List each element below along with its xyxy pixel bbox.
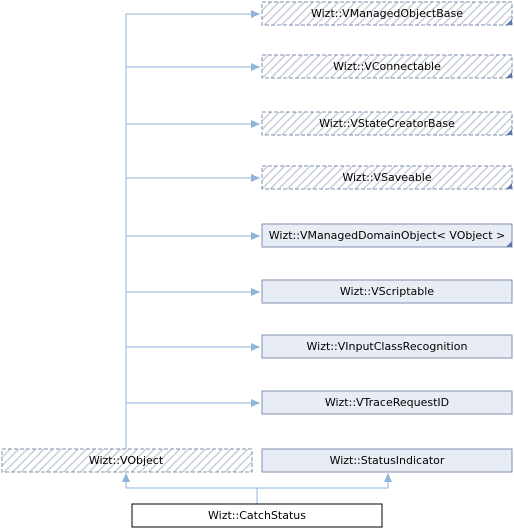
node-label: Wizt::StatusIndicator bbox=[330, 454, 445, 467]
folded-corner-icon bbox=[506, 72, 512, 78]
node-vscriptable[interactable]: Wizt::VScriptable bbox=[261, 279, 513, 304]
node-label: Wizt::VManagedObjectBase bbox=[311, 7, 463, 20]
node-label: Wizt::VScriptable bbox=[340, 285, 434, 298]
node-vconnectable[interactable]: Wizt::VConnectable bbox=[261, 54, 513, 79]
node-vsaveable[interactable]: Wizt::VSaveable bbox=[261, 165, 513, 190]
node-label: Wizt::CatchStatus bbox=[208, 509, 306, 522]
node-label: Wizt::VTraceRequestID bbox=[325, 396, 449, 409]
node-vstatecreatorbase[interactable]: Wizt::VStateCreatorBase bbox=[261, 111, 513, 136]
node-vinputclassrecognition[interactable]: Wizt::VInputClassRecognition bbox=[261, 334, 513, 359]
folded-corner-icon bbox=[506, 19, 512, 25]
node-vmanagedobjectbase[interactable]: Wizt::VManagedObjectBase bbox=[261, 1, 513, 26]
node-label: Wizt::VSaveable bbox=[342, 171, 431, 184]
edges bbox=[122, 10, 392, 504]
folded-corner-icon bbox=[506, 129, 512, 135]
node-label: Wizt::VStateCreatorBase bbox=[319, 117, 455, 130]
edge-catchstatus-branch bbox=[126, 487, 388, 504]
node-label: Wizt::VObject bbox=[89, 454, 164, 467]
node-vmanageddomainobject[interactable]: Wizt::VManagedDomainObject< VObject > bbox=[261, 223, 513, 248]
node-statusindicator[interactable]: Wizt::StatusIndicator bbox=[261, 448, 513, 473]
node-label: Wizt::VManagedDomainObject< VObject > bbox=[269, 229, 505, 242]
folded-corner-icon bbox=[506, 183, 512, 189]
folded-corner-icon bbox=[506, 241, 512, 247]
node-catchstatus[interactable]: Wizt::CatchStatus bbox=[131, 503, 383, 528]
node-vobject[interactable]: Wizt::VObject bbox=[1, 448, 253, 473]
node-vtracerequestid[interactable]: Wizt::VTraceRequestID bbox=[261, 390, 513, 415]
node-label: Wizt::VInputClassRecognition bbox=[307, 340, 468, 353]
node-label: Wizt::VConnectable bbox=[333, 60, 441, 73]
